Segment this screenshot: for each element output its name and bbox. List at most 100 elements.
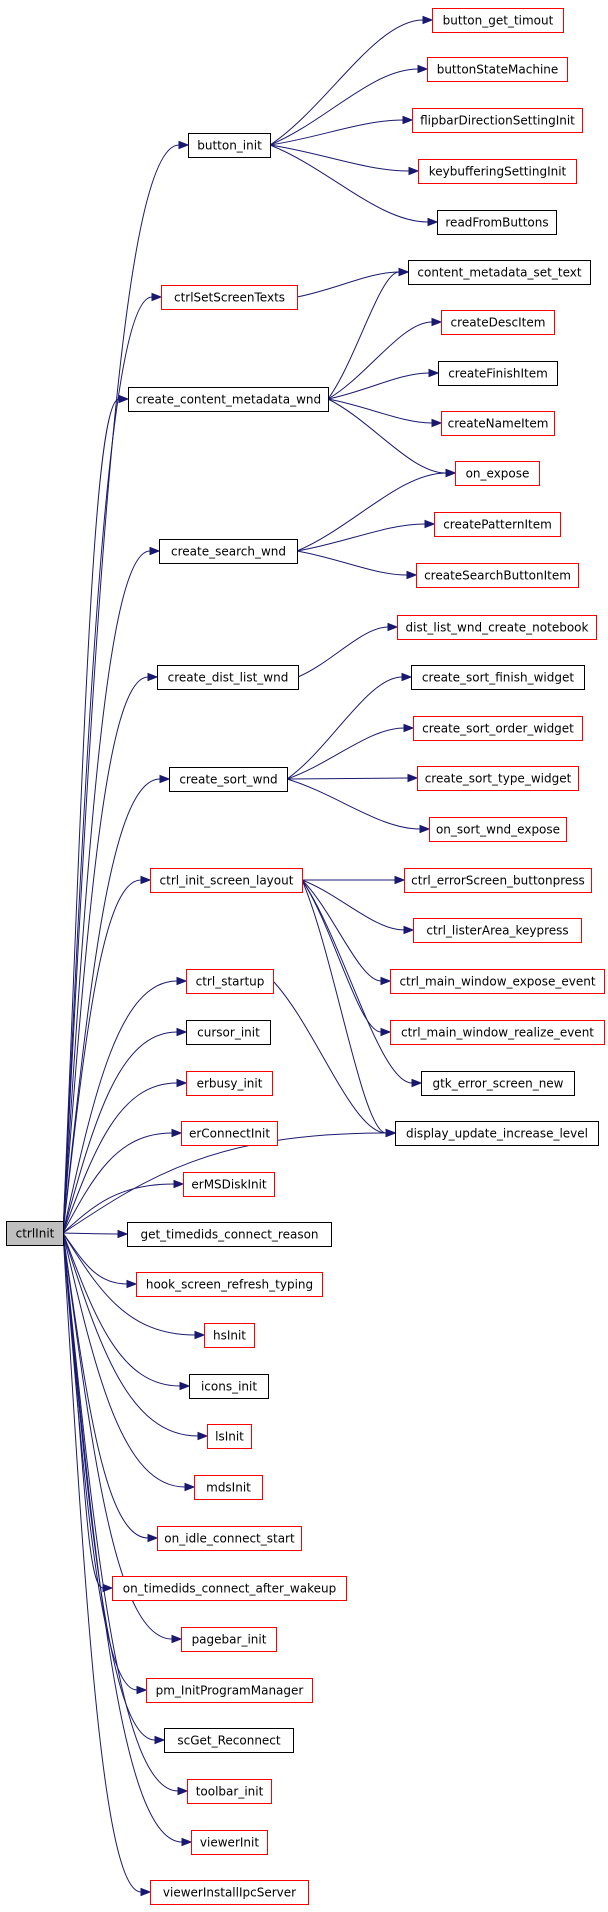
node-box <box>429 817 567 842</box>
node-flipbarDirectionSettingInit[interactable]: flipbarDirectionSettingInit <box>412 108 583 133</box>
node-label: viewerInstallIpcServer <box>163 1886 296 1900</box>
node-label: ctrlSetScreenTexts <box>174 291 285 305</box>
node-create_sort_type_widget[interactable]: create_sort_type_widget <box>417 766 579 791</box>
node-viewerInit[interactable]: viewerInit <box>191 1830 268 1855</box>
node-create_sort_finish_widget[interactable]: create_sort_finish_widget <box>411 665 585 690</box>
node-createSearchButtonItem[interactable]: createSearchButtonItem <box>416 563 579 588</box>
node-create_dist_list_wnd[interactable]: create_dist_list_wnd <box>157 665 299 690</box>
arrowhead <box>147 1533 159 1543</box>
node-toolbar_init[interactable]: toolbar_init <box>187 1779 272 1804</box>
arrowhead <box>403 925 415 935</box>
node-label: createDescItem <box>451 316 546 330</box>
node-create_search_wnd[interactable]: create_search_wnd <box>159 539 298 564</box>
node-ctrlSetScreenTexts[interactable]: ctrlSetScreenTexts <box>161 285 298 310</box>
node-create_content_metadata_wnd[interactable]: create_content_metadata_wnd <box>128 387 329 412</box>
node-box <box>191 1830 268 1855</box>
node-createNameItem[interactable]: createNameItem <box>441 411 555 436</box>
edge-ctrlInit-to-mdsInit <box>62 1232 186 1488</box>
node-buttonStateMachine[interactable]: buttonStateMachine <box>427 57 568 82</box>
node-ctrl_listerArea_keypress[interactable]: ctrl_listerArea_keypress <box>413 918 582 943</box>
node-box <box>127 1222 332 1247</box>
arrowhead <box>431 418 443 428</box>
node-create_sort_order_widget[interactable]: create_sort_order_widget <box>413 716 583 741</box>
node-cursor_init[interactable]: cursor_init <box>186 1020 271 1045</box>
node-gtk_error_screen_new[interactable]: gtk_error_screen_new <box>421 1071 575 1096</box>
node-label: create_search_wnd <box>171 545 286 559</box>
node-display_update_increase_level[interactable]: display_update_increase_level <box>395 1121 599 1146</box>
node-label: create_sort_finish_widget <box>422 671 574 685</box>
node-ctrlInit[interactable]: ctrlInit <box>6 1221 64 1246</box>
node-get_timedids_connect_reason[interactable]: get_timedids_connect_reason <box>127 1222 332 1247</box>
edge-button_init-to-readFromButtons <box>269 144 429 223</box>
arrowhead <box>408 166 420 176</box>
node-box <box>146 1678 313 1703</box>
node-label: hsInit <box>213 1329 246 1343</box>
node-label: ctrl_listerArea_keypress <box>426 924 568 938</box>
node-viewerInstallIpcServer[interactable]: viewerInstallIpcServer <box>150 1880 309 1905</box>
node-box <box>186 969 274 994</box>
node-ctrl_main_window_realize_event[interactable]: ctrl_main_window_realize_event <box>390 1020 605 1045</box>
node-readFromButtons[interactable]: readFromButtons <box>437 210 557 235</box>
node-ctrl_main_window_expose_event[interactable]: ctrl_main_window_expose_event <box>390 969 605 994</box>
node-pm_InitProgramManager[interactable]: pm_InitProgramManager <box>146 1678 313 1703</box>
node-ctrl_init_screen_layout[interactable]: ctrl_init_screen_layout <box>150 868 303 893</box>
node-box <box>417 766 579 791</box>
node-ctrl_startup[interactable]: ctrl_startup <box>186 969 274 994</box>
node-hsInit[interactable]: hsInit <box>204 1323 255 1348</box>
arrowhead <box>424 519 436 529</box>
node-erConnectInit[interactable]: erConnectInit <box>181 1121 278 1146</box>
node-label: ctrl_errorScreen_buttonpress <box>411 874 585 888</box>
node-hook_screen_refresh_typing[interactable]: hook_screen_refresh_typing <box>136 1272 323 1297</box>
node-label: create_sort_type_widget <box>425 772 572 786</box>
node-create_sort_wnd[interactable]: create_sort_wnd <box>169 767 288 792</box>
edge-ctrlInit-to-ctrl_init_screen_layout <box>62 879 142 1234</box>
node-label: flipbarDirectionSettingInit <box>420 114 575 128</box>
node-label: erConnectInit <box>189 1127 270 1141</box>
node-mdsInit[interactable]: mdsInit <box>194 1475 263 1500</box>
arrowhead <box>176 1078 188 1088</box>
node-createFinishItem[interactable]: createFinishItem <box>438 361 558 386</box>
node-box <box>164 1728 294 1753</box>
node-box <box>412 108 583 133</box>
node-box <box>434 512 561 537</box>
node-on_timedids_connect_after_wakeup[interactable]: on_timedids_connect_after_wakeup <box>112 1576 347 1601</box>
node-label: create_sort_order_widget <box>422 722 574 736</box>
node-label: ctrl_init_screen_layout <box>160 874 294 888</box>
node-icons_init[interactable]: icons_init <box>189 1374 269 1399</box>
arrowhead <box>398 267 410 277</box>
edge-ctrlInit-to-viewerInstallIpcServer <box>62 1232 142 1893</box>
edge-ctrlInit-to-viewerInit <box>62 1232 183 1843</box>
node-erbusy_init[interactable]: erbusy_init <box>186 1071 273 1096</box>
node-lsInit[interactable]: lsInit <box>207 1424 252 1449</box>
node-scGet_Reconnect[interactable]: scGet_Reconnect <box>164 1728 294 1753</box>
node-box <box>169 767 288 792</box>
node-box <box>6 1221 64 1246</box>
node-label: on_sort_wnd_expose <box>436 823 560 837</box>
node-erMSDiskInit[interactable]: erMSDiskInit <box>183 1172 275 1197</box>
node-dist_list_wnd_create_notebook[interactable]: dist_list_wnd_create_notebook <box>397 615 597 640</box>
node-createPatternItem[interactable]: createPatternItem <box>434 512 561 537</box>
node-label: on_idle_connect_start <box>164 1532 295 1546</box>
edge-ctrlInit-to-toolbar_init <box>62 1232 179 1792</box>
edge-create_content_metadata_wnd-to-createFinishItem <box>327 372 430 400</box>
node-label: button_init <box>197 139 262 153</box>
edge-layer <box>62 15 457 1897</box>
node-ctrl_errorScreen_buttonpress[interactable]: ctrl_errorScreen_buttonpress <box>404 868 592 893</box>
node-content_metadata_set_text[interactable]: content_metadata_set_text <box>408 260 591 285</box>
node-on_idle_connect_start[interactable]: on_idle_connect_start <box>157 1526 302 1551</box>
edge-create_content_metadata_wnd-to-on_expose <box>327 398 447 474</box>
node-createDescItem[interactable]: createDescItem <box>441 310 555 335</box>
edge-ctrlInit-to-on_idle_connect_start <box>62 1232 149 1539</box>
node-pagebar_init[interactable]: pagebar_init <box>181 1627 277 1652</box>
node-keybufferingSettingInit[interactable]: keybufferingSettingInit <box>418 159 577 184</box>
node-box <box>161 285 298 310</box>
arrowhead <box>147 672 159 682</box>
node-label: get_timedids_connect_reason <box>140 1228 318 1242</box>
node-label: button_get_timout <box>443 14 554 28</box>
arrowhead <box>417 64 429 74</box>
node-on_sort_wnd_expose[interactable]: on_sort_wnd_expose <box>429 817 567 842</box>
node-on_expose[interactable]: on_expose <box>455 461 540 486</box>
node-button_get_timout[interactable]: button_get_timout <box>432 8 564 33</box>
node-button_init[interactable]: button_init <box>188 133 271 158</box>
